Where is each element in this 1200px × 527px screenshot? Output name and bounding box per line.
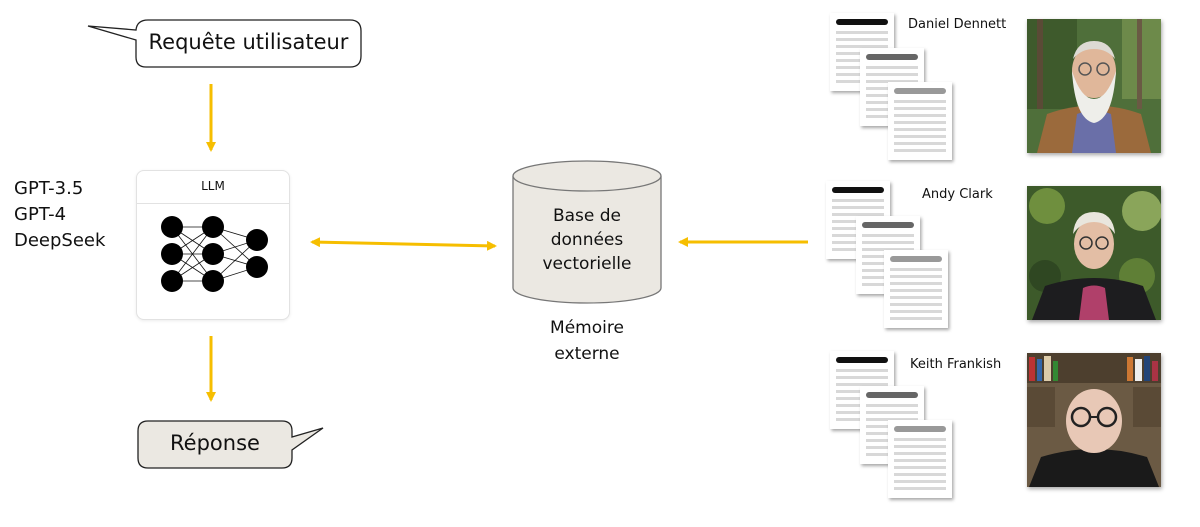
database-cylinder xyxy=(512,160,662,304)
database-label-line: Base de xyxy=(552,206,622,226)
person-photo xyxy=(1027,19,1161,153)
document-stack-icon xyxy=(826,181,948,328)
neural-network-icon xyxy=(161,216,268,292)
llm-title: LLM xyxy=(201,179,225,193)
document-stack-icon xyxy=(830,351,952,498)
model-item: GPT-4 xyxy=(14,204,67,225)
model-item: DeepSeek xyxy=(14,230,106,251)
query-bubble xyxy=(87,19,362,68)
memory-caption: Mémoire externe xyxy=(513,315,661,367)
person-name: Keith Frankish xyxy=(910,357,1002,372)
person-name: Daniel Dennett xyxy=(908,17,1007,32)
llm-card: LLM xyxy=(136,170,290,320)
llm-divider xyxy=(137,203,289,204)
database-label-line: vectorielle xyxy=(542,254,632,274)
response-bubble xyxy=(137,420,324,469)
model-item: GPT-3.5 xyxy=(14,178,84,199)
person-photo xyxy=(1027,353,1161,487)
person-name: Andy Clark xyxy=(922,187,993,202)
person-photo xyxy=(1027,186,1161,320)
memory-caption-line: externe xyxy=(554,344,620,364)
arrow-llm-db-bidirectional xyxy=(310,237,497,251)
database-label: Base de données vectorielle xyxy=(513,204,661,276)
model-list: GPT-3.5 GPT-4 DeepSeek xyxy=(14,176,105,254)
document-stack-icon xyxy=(830,13,952,160)
query-label: Requête utilisateur xyxy=(148,30,349,54)
database-label-line: données xyxy=(550,230,624,250)
memory-caption-line: Mémoire xyxy=(550,318,624,338)
response-label: Réponse xyxy=(170,431,260,455)
